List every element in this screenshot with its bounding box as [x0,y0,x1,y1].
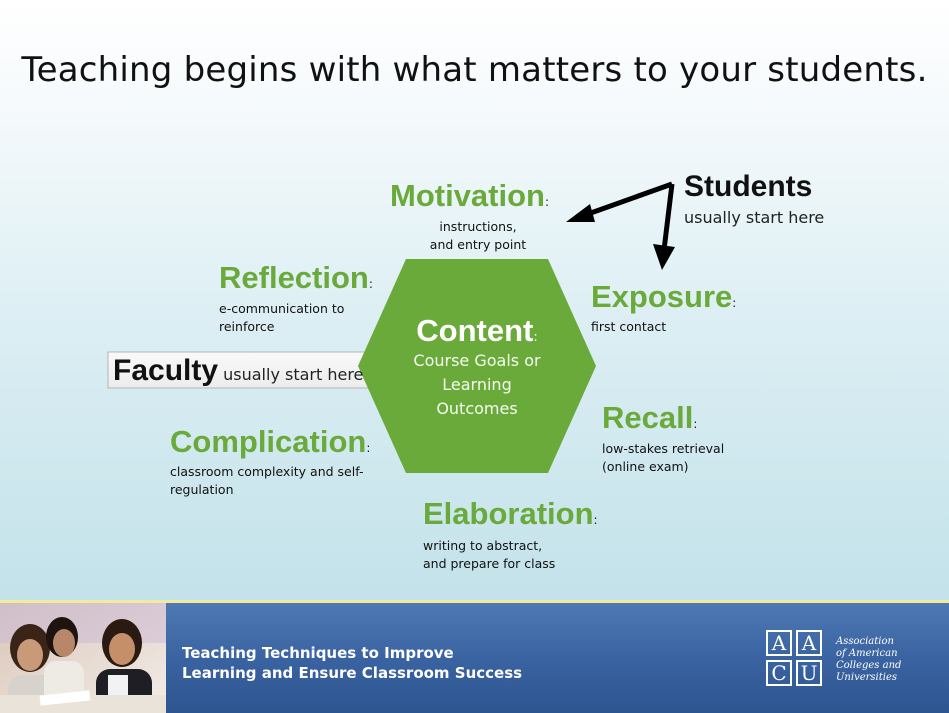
stage-exposure: Exposure: [591,281,736,312]
logo-letter: C [766,660,792,686]
arrow-to-motivation [587,181,673,217]
slide-canvas: Teaching begins with what matters to you… [0,0,949,600]
diagram-graphics [107,181,675,473]
stage-elaboration: Elaboration: [423,498,598,529]
stage-heading: Complication [170,424,367,459]
footer-banner: Teaching Techniques to Improve Learning … [0,600,949,713]
logo-text-line: Colleges and [836,660,902,671]
stage-reflection: Reflection: [219,262,373,293]
stage-complication: Complication: [170,426,370,457]
stage-reflection-desc: e-communication to reinforce [219,300,369,336]
faculty-block: Faculty usually start here [113,354,363,388]
faculty-title: Faculty [113,354,219,387]
students-photo [0,603,166,713]
students-subtitle: usually start here [684,208,825,227]
stage-heading: Exposure [591,279,733,314]
content-hexagon [358,259,596,473]
desc-line: writing to abstract, [423,538,543,553]
stage-heading: Elaboration [423,496,594,531]
stage-colon: : [732,296,737,310]
aacu-logo-text: Association of American Colleges and Uni… [836,636,901,684]
desc-line: (online exam) [602,459,689,474]
stage-colon: : [593,513,598,527]
logo-text-line: Universities [836,672,898,683]
content-title: Content [416,313,534,348]
stage-heading: Reflection [219,260,369,295]
stage-recall: Recall: [602,402,697,433]
logo-letter: U [796,660,822,686]
stage-colon: : [545,195,550,209]
aacu-logo: A A C U [766,630,828,692]
content-block: Content: Course Goals or Learning Outcom… [396,313,558,421]
stage-colon: : [693,417,698,431]
content-line: Outcomes [436,399,518,418]
logo-text-line: Association [836,636,894,647]
stage-heading: Recall [602,400,694,435]
arrow-to-exposure [661,183,675,251]
stage-exposure-desc: first contact [591,318,741,336]
desc-line: reinforce [219,319,275,334]
content-line: Course Goals or [413,351,541,370]
desc-line: first contact [591,319,667,334]
footer-line: Teaching Techniques to Improve [182,644,454,662]
content-colon: : [533,330,538,345]
desc-line: instructions, [439,219,517,234]
desc-line: regulation [170,482,234,497]
footer-line: Learning and Ensure Classroom Success [182,664,523,682]
students-title: Students [684,170,813,203]
stage-heading: Motivation [390,178,545,213]
desc-line: and entry point [429,237,527,252]
desc-line: and prepare for class [423,556,556,571]
stage-recall-desc: low-stakes retrieval (online exam) [602,440,762,476]
stage-motivation-desc: instructions, and entry point [408,218,548,254]
stage-complication-desc: classroom complexity and self- regulatio… [170,463,380,499]
desc-line: e-communication to [219,301,345,316]
slide-title: Teaching begins with what matters to you… [21,50,928,90]
desc-line: classroom complexity and self- [170,464,364,479]
students-photo-image [0,603,166,713]
arrow-to-exposure-head [653,244,675,270]
arrow-to-motivation-head [566,204,595,222]
stage-motivation: Motivation: [390,180,549,211]
logo-text-line: of American [836,648,898,659]
logo-letter: A [796,630,822,656]
students-block: Students usually start here [684,170,824,227]
stage-elaboration-desc: writing to abstract, and prepare for cla… [423,537,593,573]
content-line: Learning [442,375,512,394]
stage-colon: : [366,441,371,455]
logo-letter: A [766,630,792,656]
faculty-subtitle: usually start here [223,365,364,384]
footer-tagline: Teaching Techniques to Improve Learning … [182,643,522,683]
content-title-row: Content: [396,313,558,349]
stage-colon: : [368,277,373,291]
desc-line: low-stakes retrieval [602,441,725,456]
